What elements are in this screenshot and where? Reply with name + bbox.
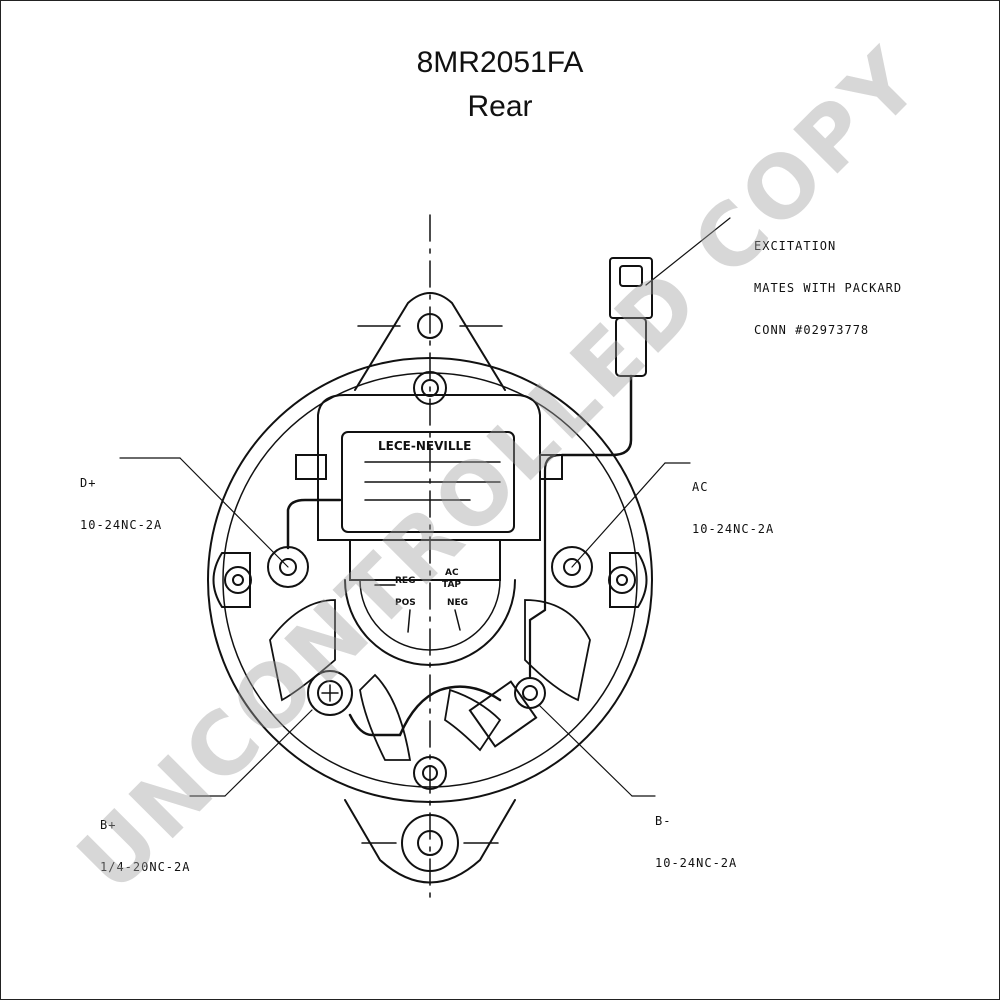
part-number-title: 8MR2051FA <box>416 46 584 79</box>
regulator-terminal-arrows <box>374 579 491 633</box>
callout-ac: AC 10-24NC-2A <box>692 452 774 550</box>
b-minus-terminal <box>468 453 656 797</box>
regulator-label-tap: TAP <box>442 580 461 590</box>
callout-ac-line1: AC <box>692 480 709 494</box>
callout-excitation-line2: MATES WITH PACKARD <box>754 281 903 295</box>
ac-terminal <box>551 462 691 588</box>
regulator-brand: LECE-NEVILLE <box>378 439 471 453</box>
callout-b-plus: B+ 1/4-20NC-2A <box>100 790 190 888</box>
top-mounting-ear <box>354 292 506 391</box>
callout-b-minus: B- 10-24NC-2A <box>655 786 737 884</box>
callout-excitation-line3: CONN #02973778 <box>754 323 870 337</box>
callout-d-plus-line2: 10-24NC-2A <box>80 518 163 532</box>
regulator-label-neg: NEG <box>447 598 468 608</box>
regulator-label-ac: AC <box>445 568 459 578</box>
regulator-label-pos: POS <box>395 598 416 608</box>
callout-b-minus-line2: 10-24NC-2A <box>655 856 738 870</box>
callout-d-plus-line1: D+ <box>80 476 97 490</box>
b-plus-terminal <box>189 670 502 797</box>
bottom-mounting-ear <box>344 799 516 884</box>
callout-b-plus-line2: 1/4-20NC-2A <box>100 860 191 874</box>
housing <box>207 357 653 803</box>
regulator-body <box>295 394 563 581</box>
bearing-boss <box>344 579 516 666</box>
vent-slots <box>269 599 591 761</box>
d-plus-terminal <box>119 457 342 588</box>
callout-excitation-line1: EXCITATION <box>754 239 837 253</box>
excitation-connector <box>560 217 731 457</box>
regulator-label-reg: REG <box>395 576 415 586</box>
callout-ac-line2: 10-24NC-2A <box>692 522 775 536</box>
callout-b-minus-line1: B- <box>655 814 672 828</box>
callout-excitation: EXCITATION MATES WITH PACKARD CONN #0297… <box>754 211 902 351</box>
callout-b-plus-line1: B+ <box>100 818 117 832</box>
callout-d-plus: D+ 10-24NC-2A <box>80 448 162 546</box>
view-subtitle: Rear <box>467 90 533 123</box>
